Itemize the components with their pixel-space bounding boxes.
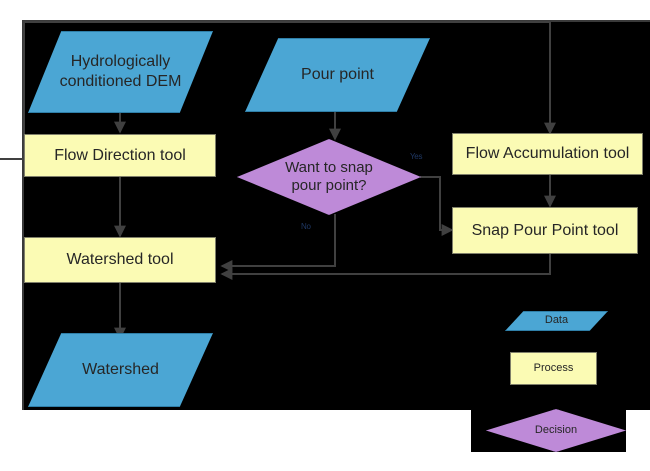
edge-label-text: No (301, 222, 311, 231)
edge-label-yes: Yes (410, 152, 422, 161)
node-snap-pour-point-tool[interactable]: Snap Pour Point tool (452, 207, 638, 254)
node-label: Flow Accumulation tool (465, 145, 630, 163)
node-watershed-tool[interactable]: Watershed tool (24, 237, 216, 283)
node-flow-accumulation-tool[interactable]: Flow Accumulation tool (452, 133, 643, 175)
node-label: Flow Direction tool (54, 146, 186, 164)
legend-label: Process (533, 361, 574, 374)
node-label: Snap Pour Point tool (471, 221, 619, 239)
edge-label-text: Yes (410, 152, 423, 161)
node-pour-point[interactable]: Pour point (245, 38, 430, 112)
node-label: Watershed (82, 361, 159, 379)
node-hydrologically-conditioned-dem[interactable]: Hydrologically conditioned DEM (28, 31, 213, 113)
legend-label: Decision (534, 423, 578, 436)
legend-item-process: Process (510, 352, 597, 385)
node-label: Pour point (301, 66, 374, 84)
legend-label: Data (544, 314, 569, 327)
node-label: Hydrologically conditioned DEM (59, 53, 182, 90)
edge-label-no: No (301, 222, 311, 231)
node-flow-direction-tool[interactable]: Flow Direction tool (24, 134, 216, 177)
node-watershed[interactable]: Watershed (28, 333, 213, 407)
node-label: Watershed tool (66, 251, 174, 269)
node-label: Want to snap pour point? (285, 158, 373, 194)
